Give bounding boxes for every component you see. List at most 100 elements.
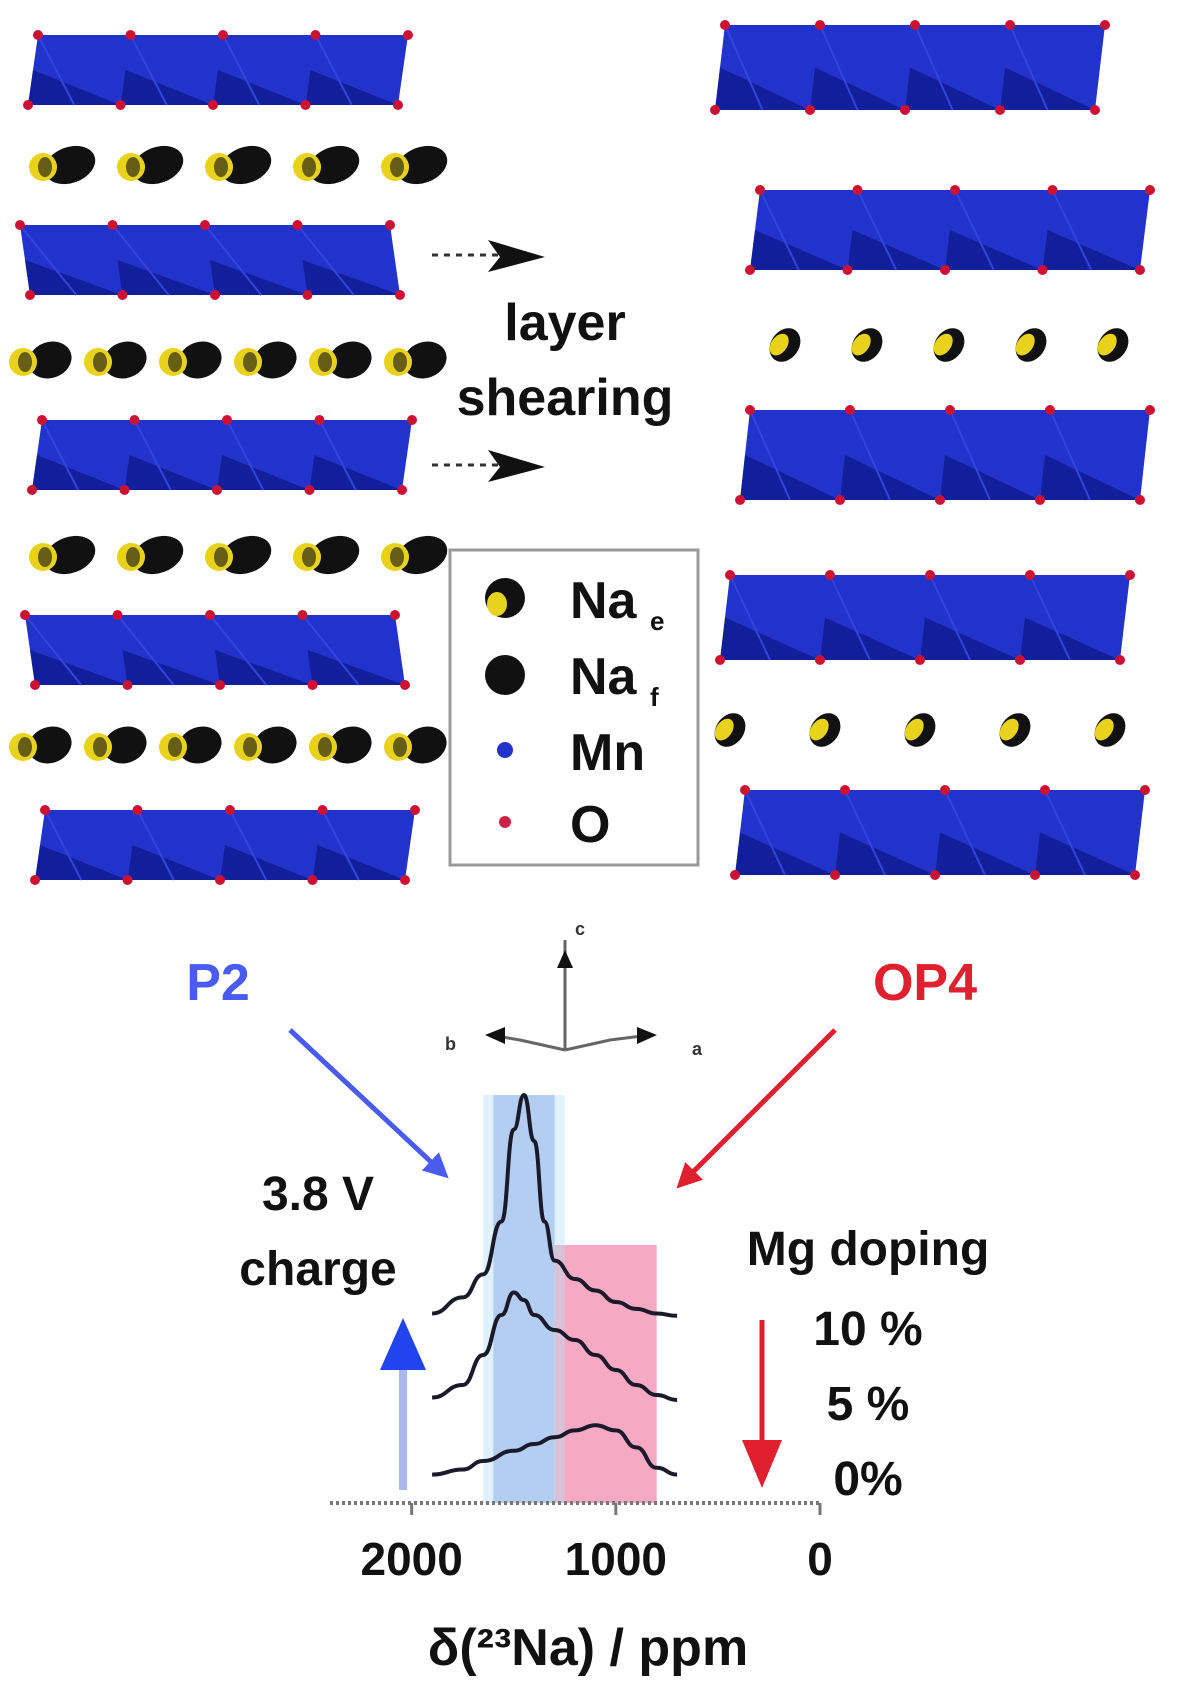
oxygen-atom [735,495,745,505]
op4-pointer-arrow [676,1028,837,1189]
octahedron-edge [844,789,886,876]
oxygen-atom [1035,495,1045,505]
doping-down-arrowhead [742,1440,782,1488]
na-e-shadow [214,547,228,567]
octahedron-face [30,650,128,685]
octahedron-face [25,260,123,295]
na-e-shadow [93,352,107,372]
na-e-sphere-highlight-icon [487,592,507,616]
oxygen-atom [23,100,33,110]
octahedron-face [305,70,398,105]
oxygen-atom [1040,785,1050,795]
mno6-layer [27,415,417,495]
oxygen-atom [129,415,140,425]
charge-up-arrowhead [380,1318,426,1370]
oxygen-atom [720,20,730,30]
na-f-atom [396,535,448,575]
octahedron-edge [819,24,859,111]
octahedron-face [1020,617,1120,660]
octahedron-edge [229,809,268,881]
layer-shearing-annotation: layer shearing [432,240,673,482]
oxygen-atom [925,570,935,580]
na-e-highlight [999,718,1019,741]
axis-c-label: c [575,919,585,939]
oxygen-atom [122,680,133,690]
octahedron-face [312,845,405,880]
na-f-atom [403,726,447,764]
axis-c-arrowhead [557,950,573,968]
phase-label-p2: P2 [186,954,250,1012]
octahedron-edge [724,24,764,111]
oxygen-atom [112,610,123,620]
octahedron-edge [914,24,954,111]
na-f-atom [28,726,72,764]
doping-level-5: 5 % [827,1378,910,1431]
legend-item-na-f: Na f [485,648,659,712]
octahedron-face [217,455,310,490]
octahedron-face [847,230,945,270]
octahedron-edge [744,789,786,876]
na-f-atom [132,535,184,575]
na-e-shadow [318,352,332,372]
na-f-atom [308,145,360,185]
oxygen-atom [117,290,128,300]
na-f-atom [28,341,72,379]
octahedron-edge [929,574,971,661]
octahedron-edge [944,789,986,876]
oxygen-atom [830,870,840,880]
legend-item-mn: Mn [497,724,645,782]
oxygen-atom [393,100,403,110]
na-f-atom [178,341,222,379]
oxygen-atom [930,870,940,880]
oxygen-atom [125,30,136,40]
octahedron-edge [296,224,355,296]
oxygen-atom [1130,870,1140,880]
oxygen-atom [1145,185,1155,195]
na-f-atom [220,535,272,575]
sodium-layer [714,713,1126,747]
octahedron-edge [301,614,360,686]
octahedron-face [735,832,835,875]
oxygen-atom [314,415,325,425]
spectra-series [431,1092,678,1477]
octahedron-face [740,455,840,500]
oxygen-atom [1125,570,1135,580]
octahedron-face [124,455,217,490]
octahedron-edge [19,224,78,296]
octahedron-edge [1029,574,1071,661]
oxygen-atom [815,20,825,30]
octahedron-edge [318,419,357,491]
oxygen-atom [935,495,945,505]
oxygen-atom [205,610,215,620]
octahedron-edge [954,189,995,271]
na-e-shadow [38,547,52,567]
spectrum-line-0pct [432,1423,678,1477]
axis-a-line [564,1033,651,1052]
oxygen-atom [900,105,910,115]
oxygen-atom [940,785,950,795]
octahedron-edge [44,809,83,881]
octahedron-edge [729,574,771,661]
oxygen-atom [317,805,328,815]
octahedron-face [750,230,848,270]
octahedron-face [810,67,905,110]
oxygen-atom [119,485,130,495]
na-f-atom [103,341,147,379]
oxygen-atom [33,30,43,40]
na-e-highlight [809,718,829,741]
x-axis-label: δ(²³Na) / ppm [428,1619,748,1677]
na-e-highlight [1094,718,1114,741]
mno6-layer [735,405,1155,505]
oxygen-atom [302,290,313,300]
octahedron-edge [41,419,80,491]
octahedron-face [309,455,402,490]
oxygen-atom [1140,785,1150,795]
oxygen-atom [107,220,118,230]
oxygen-atom [740,785,750,795]
mno6-layer [715,570,1135,665]
na-e-shadow [18,352,32,372]
na-e-shadow [390,157,404,177]
na-e-shadow [302,157,316,177]
octahedron-face [28,70,121,105]
octahedron-face [307,650,405,685]
